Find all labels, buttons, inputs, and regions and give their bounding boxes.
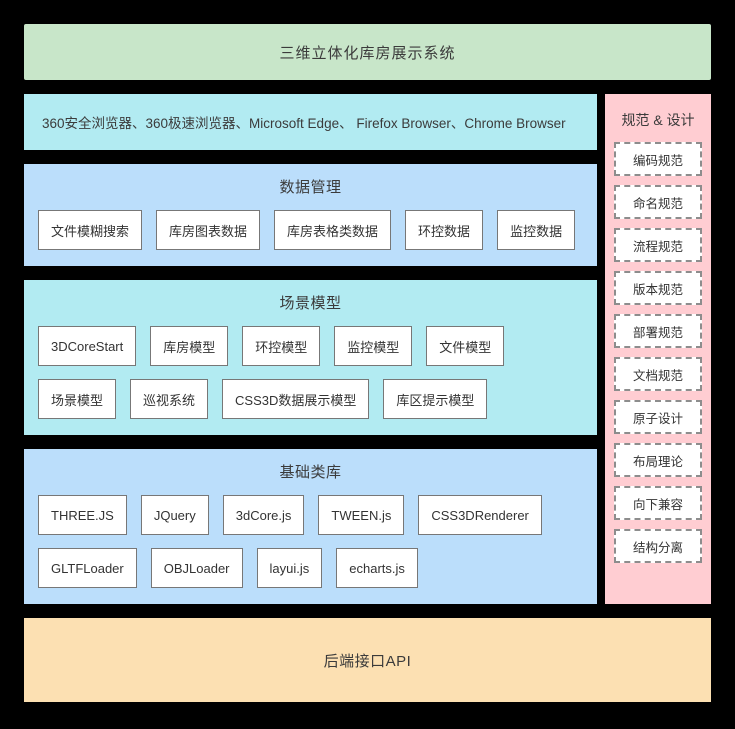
page-title: 三维立体化库房展示系统 [279, 44, 456, 62]
footer-title: 后端接口API [323, 652, 412, 670]
node-css3d-data-display-model[interactable]: CSS3D数据展示模型 [222, 379, 370, 419]
browser-list-label: 360安全浏览器、360极速浏览器、Microsoft Edge、 Firefo… [42, 116, 566, 131]
node-warehouse-model[interactable]: 库房模型 [150, 326, 229, 366]
node-file-model[interactable]: 文件模型 [426, 326, 505, 366]
node-row: GLTFLoader OBJLoader layui.js echarts.js [38, 548, 583, 588]
node-environment-control-data[interactable]: 环控数据 [405, 210, 484, 250]
sidebar-item-structure-separation[interactable]: 结构分离 [614, 529, 702, 563]
layer-data-management: 数据管理 文件模糊搜索 库房图表数据 库房表格类数据 环控数据 监控数据 [24, 164, 597, 266]
sidebar-item-deployment-standard[interactable]: 部署规范 [614, 314, 702, 348]
node-tween-js[interactable]: TWEEN.js [318, 495, 405, 535]
node-css3drenderer[interactable]: CSS3DRenderer [418, 495, 542, 535]
sidebar-item-document-standard[interactable]: 文档规范 [614, 357, 702, 391]
layer-scene-model: 场景模型 3DCoreStart 库房模型 环控模型 监控模型 文件模型 场景模… [24, 280, 597, 435]
sidebar-item-atomic-design[interactable]: 原子设计 [614, 400, 702, 434]
sidebar-item-version-standard[interactable]: 版本规范 [614, 271, 702, 305]
layer-title-base-libraries: 基础类库 [279, 464, 342, 481]
sidebar-title: 规范 & 设计 [621, 112, 695, 128]
node-monitoring-model[interactable]: 监控模型 [334, 326, 413, 366]
node-layui-js[interactable]: layui.js [256, 548, 323, 588]
sidebar-item-layout-theory[interactable]: 布局理论 [614, 443, 702, 477]
node-row: THREE.JS JQuery 3dCore.js TWEEN.js CSS3D… [38, 495, 583, 535]
standards-design-sidebar: 规范 & 设计 编码规范 命名规范 流程规范 版本规范 部署规范 文档规范 原子… [605, 94, 711, 604]
node-gltfloader[interactable]: GLTFLoader [38, 548, 137, 588]
node-patrol-system[interactable]: 巡视系统 [130, 379, 209, 419]
sidebar-item-process-standard[interactable]: 流程规范 [614, 228, 702, 262]
node-objloader[interactable]: OBJLoader [150, 548, 243, 588]
node-echarts-js[interactable]: echarts.js [336, 548, 418, 588]
node-scene-model[interactable]: 场景模型 [38, 379, 117, 419]
node-row: 场景模型 巡视系统 CSS3D数据展示模型 库区提示模型 [38, 379, 583, 419]
system-title-band: 三维立体化库房展示系统 [24, 24, 711, 80]
node-monitoring-data[interactable]: 监控数据 [497, 210, 576, 250]
node-three-js[interactable]: THREE.JS [38, 495, 127, 535]
main-column: 360安全浏览器、360极速浏览器、Microsoft Edge、 Firefo… [24, 94, 597, 604]
layer-base-libraries: 基础类库 THREE.JS JQuery 3dCore.js TWEEN.js … [24, 449, 597, 604]
middle-region: 360安全浏览器、360极速浏览器、Microsoft Edge、 Firefo… [24, 94, 711, 604]
node-storage-area-tip-model[interactable]: 库区提示模型 [383, 379, 488, 419]
sidebar-item-naming-standard[interactable]: 命名规范 [614, 185, 702, 219]
node-jquery[interactable]: JQuery [140, 495, 209, 535]
node-file-fuzzy-search[interactable]: 文件模糊搜索 [38, 210, 143, 250]
layer-title-data-management: 数据管理 [279, 179, 342, 196]
backend-api-band: 后端接口API [24, 618, 711, 702]
browser-support-band: 360安全浏览器、360极速浏览器、Microsoft Edge、 Firefo… [24, 94, 597, 150]
node-warehouse-table-data[interactable]: 库房表格类数据 [274, 210, 392, 250]
layer-title-scene-model: 场景模型 [279, 295, 342, 312]
sidebar-item-coding-standard[interactable]: 编码规范 [614, 142, 702, 176]
node-3dcore-js[interactable]: 3dCore.js [222, 495, 305, 535]
node-environment-control-model[interactable]: 环控模型 [242, 326, 321, 366]
sidebar-item-backward-compatibility[interactable]: 向下兼容 [614, 486, 702, 520]
node-row: 3DCoreStart 库房模型 环控模型 监控模型 文件模型 [38, 326, 583, 366]
node-warehouse-chart-data[interactable]: 库房图表数据 [156, 210, 261, 250]
node-row: 文件模糊搜索 库房图表数据 库房表格类数据 环控数据 监控数据 [38, 210, 583, 250]
node-3dcorestart[interactable]: 3DCoreStart [38, 326, 137, 366]
